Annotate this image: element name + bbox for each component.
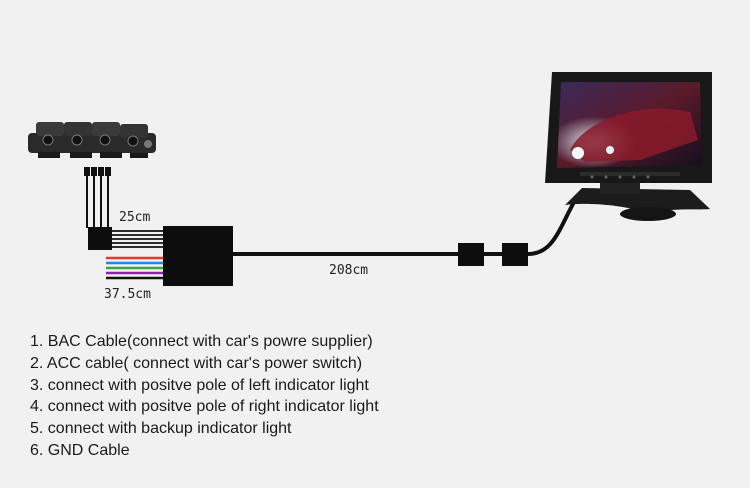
main-cable-length-label: 208cm xyxy=(329,263,368,278)
monitor-icon xyxy=(545,72,712,221)
wire-terminals xyxy=(84,167,111,176)
legend-item: 3. connect with positve pole of left ind… xyxy=(30,376,369,394)
camera-cable-length-label: 25cm xyxy=(119,210,150,225)
main-cable-connector-right xyxy=(502,243,528,266)
camera-icon xyxy=(28,122,156,158)
wire-legend: 1. BAC Cable(connect with car's powre su… xyxy=(30,331,379,462)
camera-connector xyxy=(88,227,112,250)
legend-item: 6. GND Cable xyxy=(30,441,130,459)
power-wires xyxy=(106,256,163,280)
control-box xyxy=(163,226,233,286)
camera-wires xyxy=(86,175,109,228)
power-cable-length-label: 37.5cm xyxy=(104,287,151,302)
legend-item: 1. BAC Cable(connect with car's powre su… xyxy=(30,333,373,350)
camera-cable xyxy=(112,230,163,248)
legend-item: 4. connect with positve pole of right in… xyxy=(30,398,379,416)
legend-item: 2. ACC cable( connect with car's power s… xyxy=(30,354,363,372)
legend-item: 5. connect with backup indicator light xyxy=(30,420,292,438)
main-cable-connector-left xyxy=(458,243,484,266)
